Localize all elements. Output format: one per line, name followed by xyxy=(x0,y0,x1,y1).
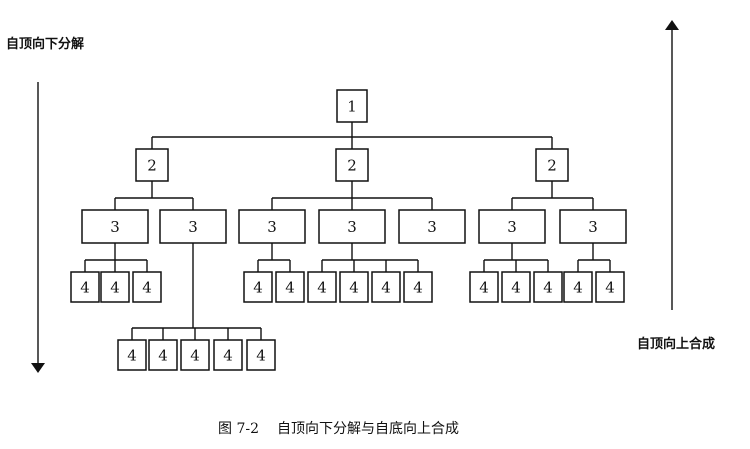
node-level4-label: 4 xyxy=(80,279,90,297)
node-level4: 4 xyxy=(117,339,147,371)
node-level4-box xyxy=(595,271,625,303)
node-level4-box xyxy=(180,339,210,371)
node-level4: 4 xyxy=(501,271,531,303)
node-level3: 3 xyxy=(559,209,627,244)
node-level4: 4 xyxy=(563,271,593,303)
node-level3: 3 xyxy=(159,209,227,244)
top-down-label: 自顶向下分解 xyxy=(6,37,85,52)
node-level3-label: 3 xyxy=(588,218,598,236)
node-level3-box xyxy=(318,209,386,244)
node-level3-label: 3 xyxy=(188,218,198,236)
node-level4-box xyxy=(403,271,433,303)
node-level4-label: 4 xyxy=(479,279,489,297)
node-level4-box xyxy=(70,271,100,303)
node-level4-box xyxy=(213,339,243,371)
node-level4-label: 4 xyxy=(190,347,200,365)
node-level3: 3 xyxy=(318,209,386,244)
node-level4-box xyxy=(371,271,401,303)
node-level4-box xyxy=(563,271,593,303)
node-level4-box xyxy=(275,271,305,303)
tree-connectors xyxy=(84,122,611,340)
node-level3: 3 xyxy=(478,209,546,244)
node-level3-label: 3 xyxy=(110,218,120,236)
node-level4-label: 4 xyxy=(317,279,327,297)
node-level4-box xyxy=(339,271,369,303)
node-level4: 4 xyxy=(403,271,433,303)
node-level4-box xyxy=(148,339,178,371)
node-level3-label: 3 xyxy=(507,218,517,236)
node-level4: 4 xyxy=(307,271,337,303)
node-level3: 3 xyxy=(238,209,306,244)
node-level4-label: 4 xyxy=(253,279,263,297)
node-level4-box xyxy=(533,271,563,303)
node-level4-box xyxy=(132,271,162,303)
node-level3-label: 3 xyxy=(427,218,437,236)
node-level4-label: 4 xyxy=(285,279,295,297)
node-level3-box xyxy=(478,209,546,244)
node-level4: 4 xyxy=(246,339,276,371)
node-level4: 4 xyxy=(533,271,563,303)
node-level4: 4 xyxy=(371,271,401,303)
figure-number: 图 7-2 xyxy=(218,421,259,437)
node-level2-label: 2 xyxy=(347,157,357,175)
node-level4: 4 xyxy=(100,271,130,303)
node-level4-box xyxy=(117,339,147,371)
node-level4-label: 4 xyxy=(381,279,391,297)
node-level4: 4 xyxy=(70,271,100,303)
node-level4-box xyxy=(307,271,337,303)
figure-caption: 图 7-2 自顶向下分解与自底向上合成 xyxy=(218,418,459,438)
node-level2: 2 xyxy=(535,148,569,182)
node-level4: 4 xyxy=(148,339,178,371)
node-level2-label: 2 xyxy=(147,157,157,175)
node-level4-label: 4 xyxy=(142,279,152,297)
node-level3-box xyxy=(81,209,149,244)
node-level4-label: 4 xyxy=(256,347,266,365)
node-level2-box xyxy=(335,148,369,182)
node-level4-label: 4 xyxy=(127,347,137,365)
node-level4: 4 xyxy=(469,271,499,303)
node-level3-box xyxy=(238,209,306,244)
node-level4-box xyxy=(243,271,273,303)
node-level4: 4 xyxy=(275,271,305,303)
node-level4: 4 xyxy=(180,339,210,371)
node-level4: 4 xyxy=(595,271,625,303)
node-level4-box xyxy=(246,339,276,371)
node-level4-box xyxy=(469,271,499,303)
figure-caption-text: 自顶向下分解与自底向上合成 xyxy=(277,421,459,437)
node-level4-label: 4 xyxy=(543,279,553,297)
node-level3: 3 xyxy=(81,209,149,244)
node-level2: 2 xyxy=(135,148,169,182)
node-level1-box xyxy=(336,89,368,123)
node-level3-box xyxy=(398,209,466,244)
node-level3-box xyxy=(559,209,627,244)
node-level4-label: 4 xyxy=(158,347,168,365)
node-level4-label: 4 xyxy=(573,279,583,297)
node-level4: 4 xyxy=(339,271,369,303)
node-level1-label: 1 xyxy=(347,98,357,116)
node-level4: 4 xyxy=(213,339,243,371)
node-level3-label: 3 xyxy=(347,218,357,236)
node-level4: 4 xyxy=(132,271,162,303)
node-level4-label: 4 xyxy=(413,279,423,297)
node-level3-label: 3 xyxy=(267,218,277,236)
node-level2-label: 2 xyxy=(547,157,557,175)
node-level4: 4 xyxy=(243,271,273,303)
node-level2-box xyxy=(535,148,569,182)
node-level1: 1 xyxy=(336,89,368,123)
node-level4-label: 4 xyxy=(223,347,233,365)
node-level2-box xyxy=(135,148,169,182)
node-level3-box xyxy=(159,209,227,244)
node-level3: 3 xyxy=(398,209,466,244)
node-level4-label: 4 xyxy=(605,279,615,297)
node-level4-label: 4 xyxy=(349,279,359,297)
node-level4-label: 4 xyxy=(511,279,521,297)
tree-nodes: 1 2 3 4 4 4 3 4 4 4 4 4 2 3 4 4 3 4 4 4 4 3 2 3 4 4 4 3 4 4 xyxy=(70,89,627,371)
node-level2: 2 xyxy=(335,148,369,182)
node-level4-box xyxy=(501,271,531,303)
bottom-up-label: 自顶向上合成 xyxy=(637,337,716,352)
node-level4-box xyxy=(100,271,130,303)
node-level4-label: 4 xyxy=(110,279,120,297)
